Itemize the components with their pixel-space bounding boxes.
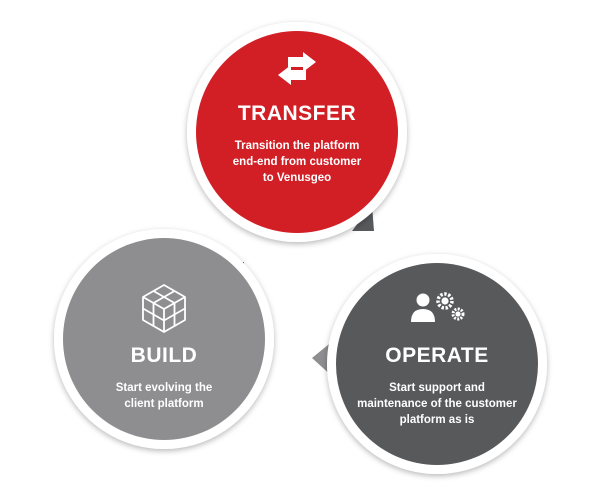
build-stage [54, 229, 274, 449]
build-desc-line: Start evolving the [115, 382, 213, 394]
operate-circle [336, 263, 538, 465]
operate-desc-line: platform as is [399, 414, 475, 426]
transfer-stage [187, 22, 407, 242]
build-title: BUILD [130, 344, 198, 367]
cube-lattice-icon [142, 284, 186, 333]
operate-description: Start support and maintenance of the cus… [347, 380, 527, 428]
operate-desc-line: Start support and [389, 382, 485, 394]
operate-stage [327, 254, 547, 474]
transfer-title: TRANSFER [237, 102, 357, 125]
user-gears-icon [411, 292, 465, 322]
transfer-desc-line: end-end from customer [232, 156, 362, 168]
transfer-desc-line: to Venusgeo [262, 172, 332, 184]
operate-desc-line: maintenance of the customer [357, 398, 517, 410]
exchange-arrows-icon [278, 52, 316, 85]
build-circle [63, 238, 265, 440]
transfer-circle [196, 31, 398, 233]
transfer-desc-line: Transition the platform [234, 140, 360, 152]
operate-title: OPERATE [385, 344, 489, 367]
transfer-description: Transition the platform end-end from cus… [197, 138, 397, 186]
build-description: Start evolving the client platform [84, 380, 244, 412]
build-desc-line: client platform [124, 398, 204, 410]
